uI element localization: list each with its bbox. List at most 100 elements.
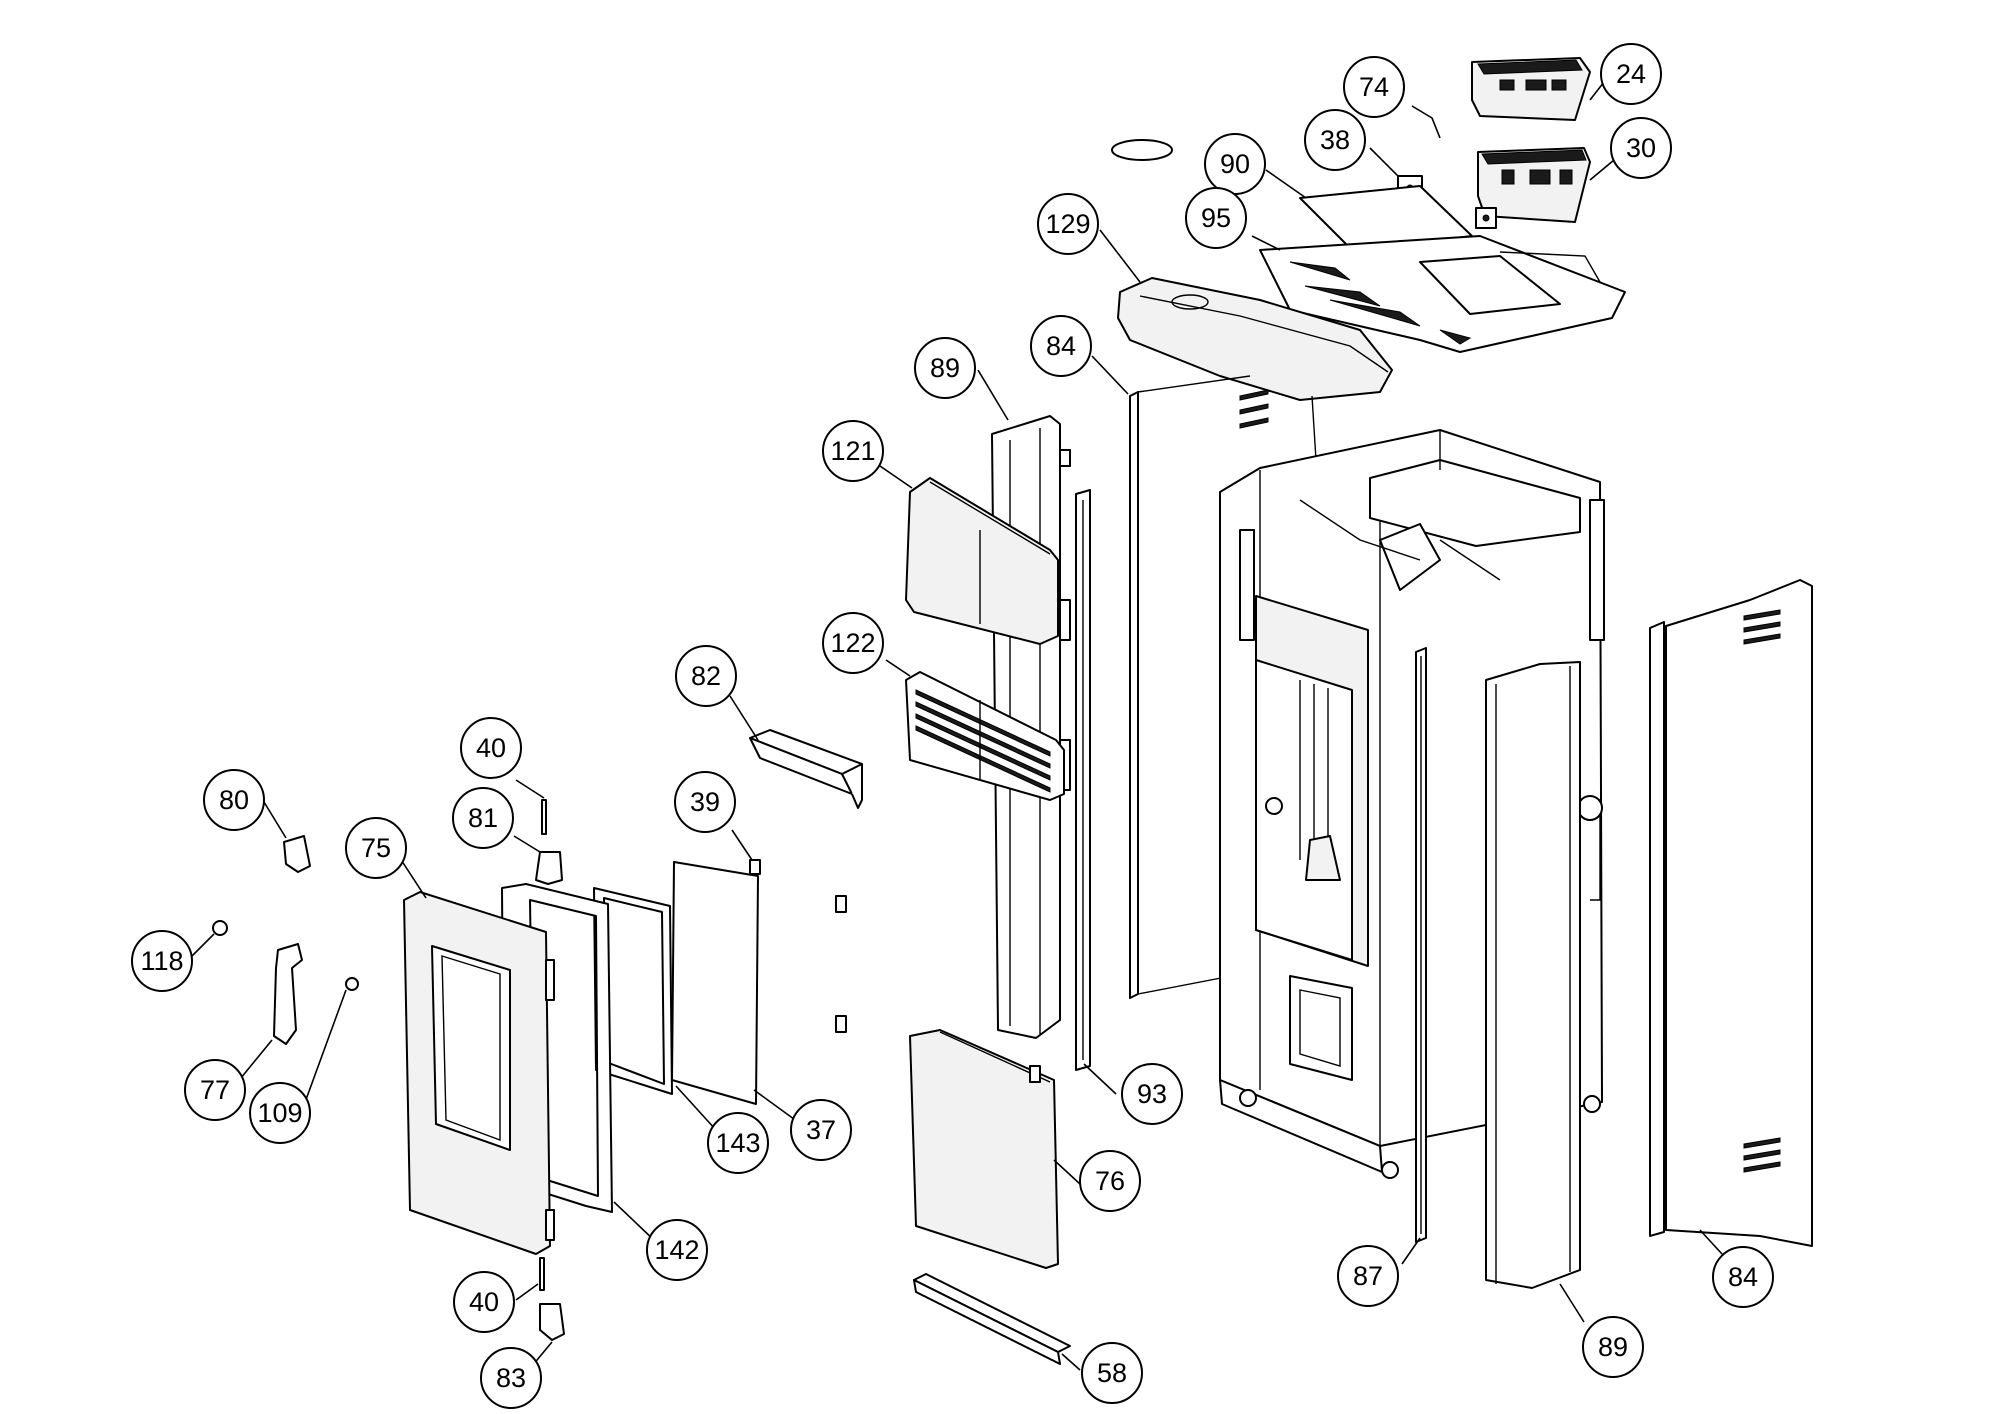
- svg-text:90: 90: [1220, 149, 1250, 179]
- callout-84-lower: 84: [1712, 1246, 1774, 1308]
- svg-text:122: 122: [830, 628, 875, 658]
- leader-37: [753, 1089, 799, 1123]
- leader-90: [1265, 169, 1307, 199]
- leader-24: [1589, 81, 1605, 101]
- part-pin-40-lower: [539, 1257, 545, 1291]
- callout-37: 37: [790, 1099, 852, 1161]
- part-top-moulding-129: [1117, 277, 1393, 401]
- callout-76: 76: [1079, 1150, 1141, 1212]
- svg-text:40: 40: [469, 1287, 499, 1317]
- callout-39: 39: [674, 771, 736, 833]
- svg-text:87: 87: [1353, 1261, 1383, 1291]
- svg-text:37: 37: [806, 1115, 836, 1145]
- leader-95: [1251, 235, 1281, 251]
- svg-text:95: 95: [1201, 203, 1231, 233]
- part-top-cover-95: [1259, 235, 1626, 353]
- leader-82: [729, 695, 759, 741]
- svg-text:76: 76: [1095, 1166, 1125, 1196]
- part-control-panel-24: [1471, 57, 1591, 121]
- svg-text:80: 80: [219, 785, 249, 815]
- part-vertical-strip-93: [1075, 489, 1091, 1071]
- callout-122: 122: [822, 612, 884, 674]
- callout-142: 142: [646, 1219, 708, 1281]
- svg-text:38: 38: [1320, 125, 1350, 155]
- leader-93: [1083, 1063, 1117, 1095]
- leader-lines: [185, 81, 1723, 1371]
- callout-24: 24: [1600, 43, 1662, 105]
- callout-90: 90: [1204, 133, 1266, 195]
- svg-text:58: 58: [1097, 1358, 1127, 1388]
- part-latch-80: [283, 835, 311, 873]
- leader-121: [879, 465, 913, 489]
- callout-95: 95: [1185, 187, 1247, 249]
- callout-74: 74: [1343, 56, 1405, 118]
- leader-84a: [1091, 355, 1129, 395]
- part-strip-87: [1415, 647, 1427, 1243]
- leader-76: [1053, 1159, 1081, 1185]
- part-nut-118: [212, 920, 228, 936]
- svg-text:109: 109: [257, 1098, 302, 1128]
- callout-75: 75: [345, 817, 407, 879]
- callout-40-lower: 40: [453, 1271, 515, 1333]
- part-bottom-bracket-58: [913, 1273, 1071, 1365]
- part-lever-77: [273, 943, 303, 1045]
- callout-58: 58: [1081, 1342, 1143, 1404]
- callout-89-lower: 89: [1582, 1316, 1644, 1378]
- leader-89b: [1559, 1283, 1585, 1323]
- leader-81: [513, 835, 541, 853]
- callout-80: 80: [203, 769, 265, 831]
- callout-38: 38: [1304, 109, 1366, 171]
- part-control-housing-30: [1477, 147, 1591, 223]
- svg-text:118: 118: [140, 946, 183, 976]
- leader-58: [1061, 1353, 1081, 1371]
- svg-text:74: 74: [1359, 72, 1389, 102]
- part-hinge-81: [535, 851, 563, 885]
- leader-40a: [515, 779, 545, 799]
- part-tab-39: [749, 859, 847, 1033]
- callout-77: 77: [184, 1059, 246, 1121]
- leader-143: [675, 1085, 717, 1131]
- svg-text:142: 142: [654, 1235, 699, 1265]
- leader-38: [1369, 147, 1399, 177]
- part-door-75: [403, 891, 555, 1255]
- svg-text:83: 83: [496, 1363, 526, 1393]
- leader-30: [1589, 159, 1615, 181]
- callout-143: 143: [707, 1112, 769, 1174]
- part-bracket-82: [749, 729, 863, 809]
- callout-84-upper: 84: [1030, 315, 1092, 377]
- callout-118: 118: [131, 930, 193, 992]
- leader-129: [1099, 229, 1141, 283]
- leader-39: [731, 829, 753, 861]
- callout-129: 129: [1037, 193, 1099, 255]
- svg-text:75: 75: [361, 833, 391, 863]
- callout-87: 87: [1337, 1245, 1399, 1307]
- callout-89-upper: 89: [914, 337, 976, 399]
- svg-text:39: 39: [690, 787, 720, 817]
- callout-121: 121: [822, 420, 884, 482]
- svg-text:129: 129: [1045, 209, 1090, 239]
- callout-40-upper: 40: [460, 717, 522, 779]
- part-pin-40-upper: [541, 799, 547, 835]
- leader-87: [1401, 1237, 1421, 1265]
- leader-89a: [977, 369, 1009, 421]
- svg-text:143: 143: [715, 1128, 760, 1158]
- leader-40b: [515, 1283, 539, 1301]
- part-side-panel-84-right: [1649, 579, 1813, 1247]
- callout-83: 83: [480, 1347, 542, 1409]
- leader-142: [613, 1201, 657, 1243]
- svg-text:93: 93: [1137, 1079, 1167, 1109]
- svg-text:81: 81: [468, 803, 498, 833]
- leader-122: [885, 659, 911, 677]
- svg-text:84: 84: [1728, 1262, 1758, 1292]
- part-disc-74: [1111, 139, 1173, 161]
- leader-74: [1411, 105, 1441, 139]
- svg-text:89: 89: [1598, 1332, 1628, 1362]
- part-glass-37: [671, 861, 759, 1105]
- callout-109: 109: [249, 1082, 311, 1144]
- svg-text:84: 84: [1046, 331, 1076, 361]
- part-washer-109: [345, 977, 359, 991]
- leader-84b: [1699, 1229, 1723, 1255]
- callout-93: 93: [1121, 1063, 1183, 1125]
- part-lower-panel-76: [909, 1029, 1059, 1269]
- part-side-panel-84-left: [1129, 375, 1317, 999]
